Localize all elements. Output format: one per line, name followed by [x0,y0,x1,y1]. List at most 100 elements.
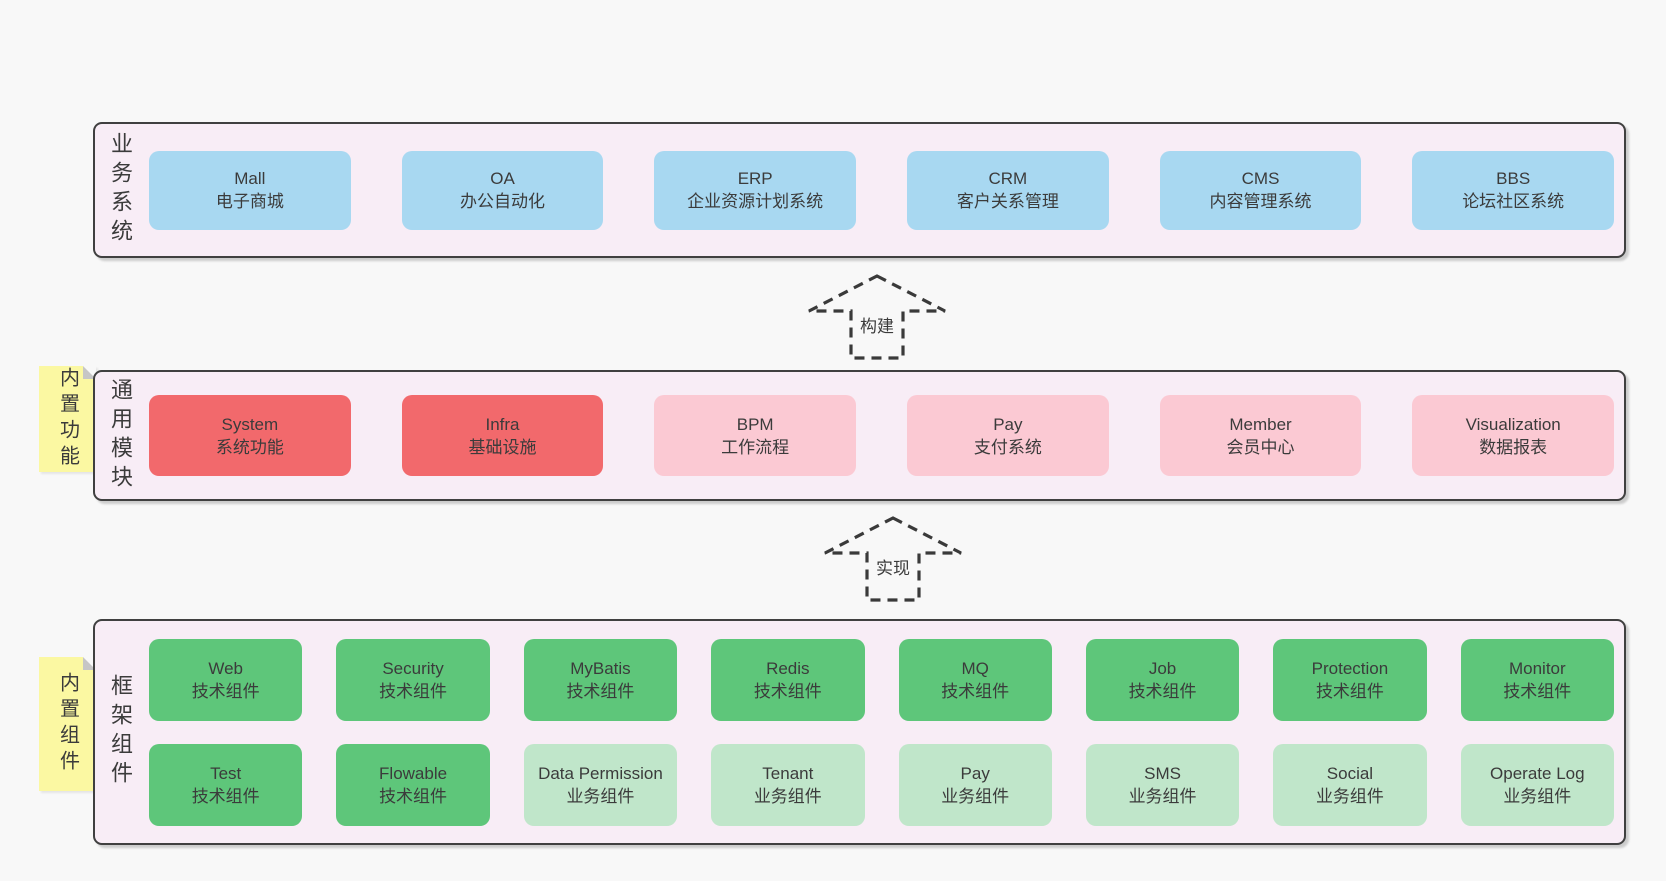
box-mybatis: MyBatis 技术组件 [523,638,678,721]
box-pay-system: Pay 支付系统 [907,395,1109,476]
box-subtitle: 技术组件 [379,786,448,806]
framework-components-rows: Web 技术组件 Security 技术组件 MyBatis 技术组件 Redi… [147,621,1624,843]
sticky-note-built-in-features: 内置功能 [39,366,96,472]
business-systems-row: Mall 电子商城 OA 办公自动化 ERP 企业资源计划系统 CRM 客户关系… [147,124,1624,256]
box-web: Web 技术组件 [149,638,303,721]
box-title: Job [1148,658,1177,678]
folded-corner-icon [83,657,96,670]
box-subtitle: 基础设施 [468,437,537,457]
box-cms: CMS 内容管理系统 [1159,150,1362,230]
arrow-label: 构建 [857,312,897,337]
box-title: MyBatis [570,658,631,678]
arrow-label: 实现 [873,554,913,579]
box-subtitle: 电子商城 [215,192,284,211]
sticky-note-built-in-components: 内置组件 [39,657,96,791]
box-title: Test [210,763,242,783]
box-subtitle: 技术组件 [1315,681,1384,701]
box-subtitle: 系统功能 [215,437,284,457]
box-subtitle: 业务组件 [1315,786,1384,806]
box-title: Mall [234,169,266,188]
framework-components-row-1: Web 技术组件 Security 技术组件 MyBatis 技术组件 Redi… [149,638,1614,721]
box-title: Pay [960,763,990,783]
box-title: Operate Log [1490,763,1585,783]
box-oa: OA 办公自动化 [401,150,604,230]
box-tenant: Tenant 业务组件 [711,743,865,826]
box-title: OA [490,169,515,188]
box-title: Redis [766,658,810,678]
box-title: CRM [988,169,1028,188]
box-bbs: BBS 论坛社区系统 [1412,150,1615,230]
box-title: SMS [1144,763,1181,783]
box-pay-component: Pay 业务组件 [898,743,1052,826]
box-subtitle: 业务组件 [753,786,822,806]
box-title: MQ [961,658,989,678]
box-test: Test 技术组件 [149,743,303,826]
layer-common-modules: 通用模块 System 系统功能 Infra 基础设施 BPM 工作流程 Pay… [93,370,1626,501]
box-title: Social [1326,763,1374,783]
box-operate-log: Operate Log 业务组件 [1460,743,1614,826]
box-subtitle: 技术组件 [1503,681,1572,701]
box-title: Monitor [1508,658,1566,678]
box-subtitle: 工作流程 [721,437,790,457]
box-monitor: Monitor 技术组件 [1460,638,1614,721]
box-protection: Protection 技术组件 [1273,638,1427,721]
sticky-note-label: 内置功能 [56,367,79,471]
layer-label-common-modules: 通用模块 [108,377,133,494]
box-subtitle: 数据报表 [1479,437,1548,457]
box-mq: MQ 技术组件 [898,638,1052,721]
box-title: BBS [1496,169,1531,188]
box-crm: CRM 客户关系管理 [907,150,1109,230]
block-arrow-up-icon [808,274,946,360]
box-title: Security [382,658,444,678]
box-flowable: Flowable 技术组件 [336,743,490,826]
box-subtitle: 业务组件 [941,786,1010,806]
box-visualization: Visualization 数据报表 [1412,395,1615,476]
box-social: Social 业务组件 [1273,743,1427,826]
box-title: BPM [736,414,774,434]
common-modules-row: System 系统功能 Infra 基础设施 BPM 工作流程 Pay 支付系统… [147,372,1624,499]
box-title: Flowable [379,763,448,783]
box-title: Infra [485,414,520,434]
sticky-note-label: 内置组件 [56,672,79,776]
layer-label-framework-components: 框架组件 [108,674,133,790]
box-title: Pay [993,414,1023,434]
box-system: System 系统功能 [149,395,351,476]
box-subtitle: 支付系统 [973,437,1042,457]
box-subtitle: 论坛社区系统 [1462,192,1565,211]
box-job: Job 技术组件 [1085,638,1240,721]
box-title: Visualization [1465,414,1561,434]
box-erp: ERP 企业资源计划系统 [654,150,857,230]
box-subtitle: 技术组件 [941,681,1010,701]
box-subtitle: 技术组件 [379,681,448,701]
box-security: Security 技术组件 [336,638,490,721]
box-mall: Mall 电子商城 [149,150,351,230]
box-infra: Infra 基础设施 [401,395,604,476]
box-title: CMS [1241,169,1280,188]
box-bpm: BPM 工作流程 [654,395,857,476]
arrow-build: 构建 [807,274,947,360]
box-title: Member [1229,414,1292,434]
framework-components-row-2: Test 技术组件 Flowable 技术组件 Data Permission … [149,743,1614,826]
box-subtitle: 技术组件 [566,681,635,701]
box-subtitle: 内容管理系统 [1209,192,1312,211]
box-redis: Redis 技术组件 [711,638,865,721]
box-subtitle: 客户关系管理 [956,192,1059,211]
box-title: System [221,414,279,434]
box-member: Member 会员中心 [1159,395,1362,476]
box-subtitle: 企业资源计划系统 [687,192,824,211]
layer-business-systems: 业务系统 Mall 电子商城 OA 办公自动化 ERP 企业资源计划系统 CRM… [93,122,1626,258]
box-title: Tenant [762,763,814,783]
box-title: Web [208,658,244,678]
box-title: Protection [1311,658,1389,678]
box-subtitle: 业务组件 [1128,786,1197,806]
box-title: ERP [737,169,773,188]
box-subtitle: 办公自动化 [460,192,545,211]
box-sms: SMS 业务组件 [1085,743,1240,826]
box-subtitle: 技术组件 [753,681,822,701]
box-subtitle: 业务组件 [1503,786,1572,806]
box-subtitle: 会员中心 [1226,437,1295,457]
layer-label-business-systems: 业务系统 [108,132,133,248]
block-arrow-up-icon [824,516,962,602]
folded-corner-icon [83,366,96,379]
box-subtitle: 技术组件 [191,786,260,806]
